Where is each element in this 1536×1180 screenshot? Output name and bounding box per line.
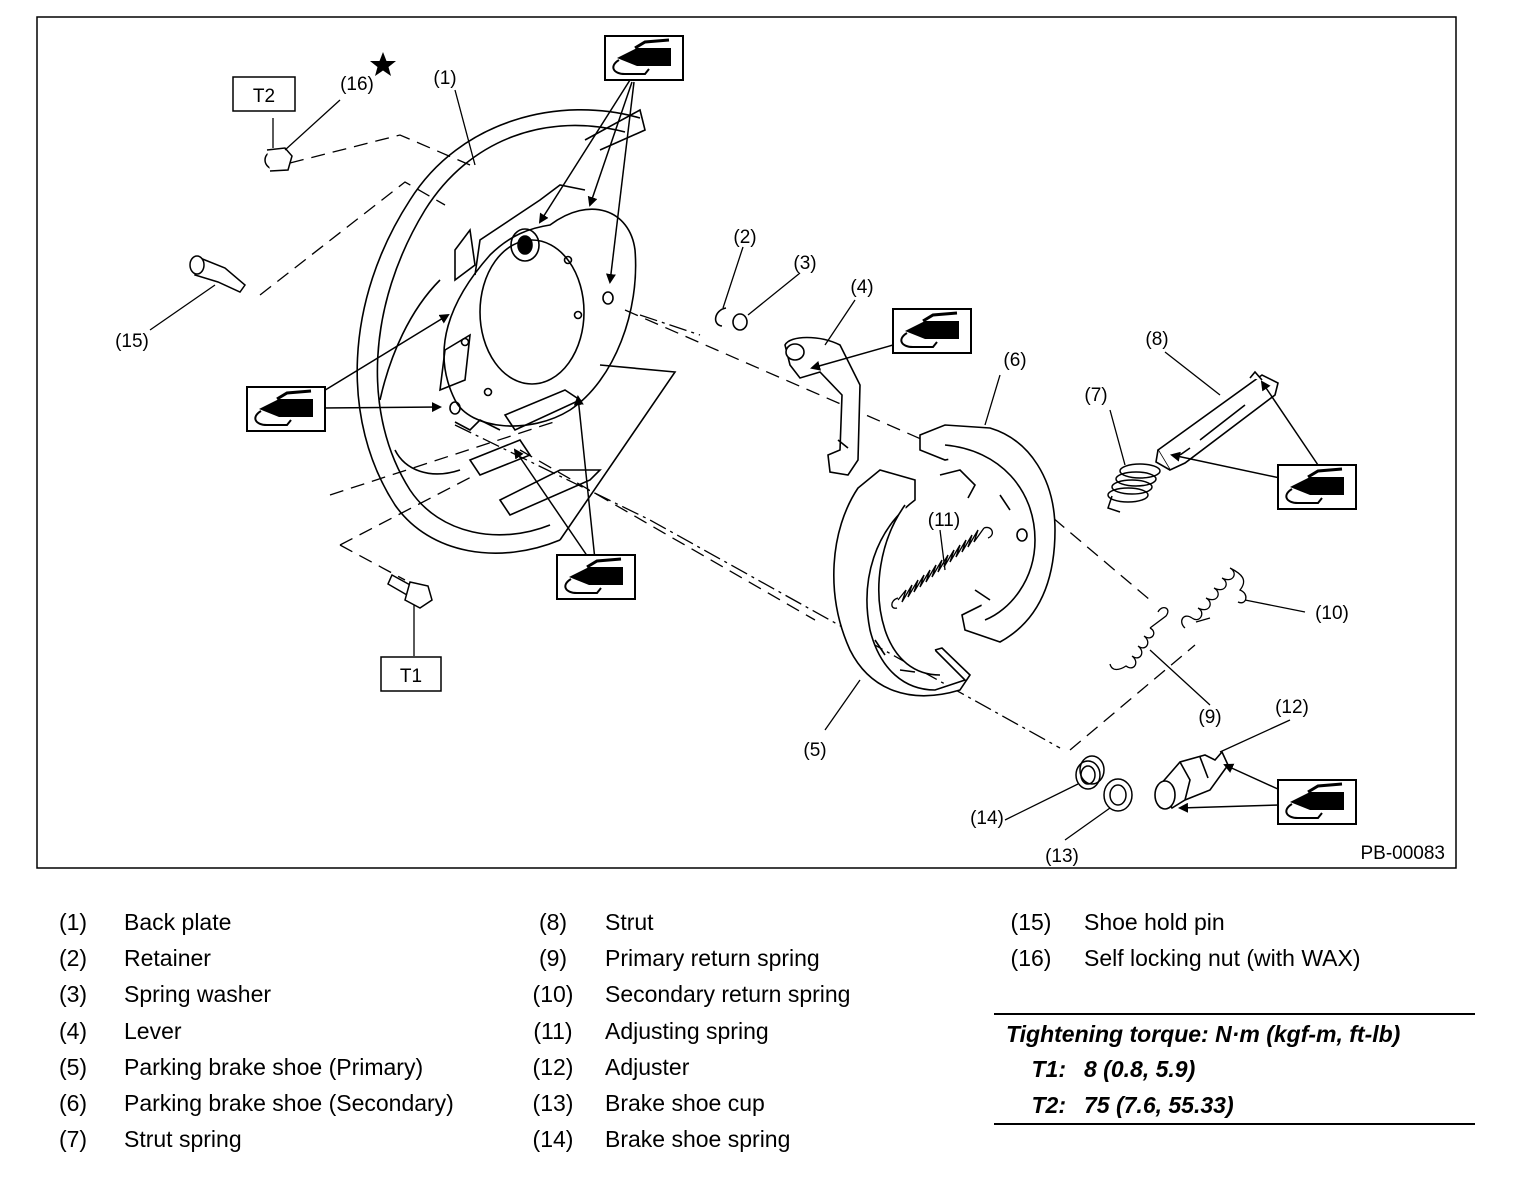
- legend-number: (13): [532, 1089, 574, 1116]
- legend-number: (10): [532, 981, 574, 1008]
- grease-gun-icon: [603, 34, 685, 82]
- legend-name: Parking brake shoe (Primary): [124, 1053, 424, 1080]
- legend-number: (9): [538, 945, 568, 972]
- retainer: [714, 307, 727, 327]
- legend-name: Secondary return spring: [605, 981, 851, 1008]
- torque-key: T1:: [1031, 1056, 1067, 1082]
- adjusting-spring: [891, 526, 993, 609]
- strut-spring: [1107, 463, 1161, 513]
- torque-tag-box: [380, 656, 442, 692]
- parking-brake-shoe-secondary: [919, 424, 1056, 643]
- brake-shoe-cup: [1103, 778, 1133, 812]
- legend-name: Spring washer: [124, 981, 272, 1008]
- legend-number: (1): [58, 909, 88, 935]
- legend-name: Adjuster: [605, 1053, 690, 1080]
- callout-16: (16): [340, 74, 374, 95]
- grease-gun-icon: [1276, 463, 1358, 511]
- leader-lines: [149, 89, 1306, 841]
- brake-shoe-spring: [1075, 755, 1105, 790]
- grease-gun-icon: [245, 385, 327, 433]
- callout-3: (3): [793, 253, 816, 274]
- figure-code: PB-00083: [1360, 843, 1445, 864]
- legend-number: (7): [58, 1126, 88, 1153]
- legend-name: Lever: [124, 1017, 182, 1044]
- legend-name: Self locking nut (with WAX): [1084, 945, 1361, 972]
- callout-11: (11): [928, 510, 960, 531]
- legend-name: Retainer: [124, 945, 211, 972]
- back-plate: [356, 108, 677, 554]
- torque-tag-box: [232, 76, 296, 112]
- torque-row: T2: 75 (7.6, 55.33): [994, 1087, 1475, 1123]
- callout-6: (6): [1003, 350, 1026, 371]
- torque-tag-t1: T1: [400, 666, 422, 687]
- legend-name: Primary return spring: [605, 945, 820, 972]
- legend-name: Strut spring: [124, 1126, 242, 1153]
- legend-name: Brake shoe cup: [605, 1089, 765, 1116]
- legend-number: (5): [58, 1053, 88, 1080]
- legend-name: Back plate: [124, 909, 232, 935]
- torque-value: 8 (0.8, 5.9): [1084, 1056, 1196, 1082]
- grease-gun-icon: [1276, 778, 1358, 826]
- torque-tag-t2: T2: [253, 86, 275, 107]
- grease-arrows: [321, 79, 1319, 813]
- legend-number: (4): [58, 1017, 88, 1044]
- legend-name: Adjusting spring: [605, 1017, 769, 1044]
- callout-10: (10): [1315, 603, 1349, 624]
- legend-number: (16): [1010, 945, 1052, 972]
- tightening-torque-table: Tightening torque: N·m (kgf-m, ft-lb) T1…: [994, 1013, 1475, 1125]
- legend-number: (12): [532, 1053, 574, 1080]
- legend-number: (3): [58, 981, 88, 1008]
- legend-name: Parking brake shoe (Secondary): [124, 1089, 454, 1116]
- callout-12: (12): [1275, 697, 1309, 718]
- legend-number: (2): [58, 945, 88, 972]
- callout-9: (9): [1198, 707, 1221, 728]
- callout-14: (14): [970, 808, 1004, 829]
- legend-number: (14): [532, 1126, 574, 1153]
- callout-7: (7): [1084, 385, 1107, 406]
- torque-row: T1: 8 (0.8, 5.9): [994, 1051, 1475, 1087]
- callout-4: (4): [850, 277, 873, 298]
- callout-5: (5): [803, 740, 826, 761]
- callout-1: (1): [433, 68, 456, 89]
- callout-13: (13): [1045, 846, 1079, 867]
- callout-8: (8): [1145, 329, 1168, 350]
- legend-name: Strut: [605, 909, 654, 935]
- diagram-frame: [36, 16, 1457, 869]
- secondary-return-spring: [1181, 567, 1247, 629]
- torque-key: T2:: [1031, 1092, 1067, 1118]
- parking-brake-shoe-primary: [833, 469, 972, 697]
- lever: [784, 336, 861, 476]
- exploded-parts-diagram: T2 T1 (1) (2) (3) (4) (5) (6) (7) (8) (9…: [36, 16, 1457, 869]
- grease-gun-icon: [891, 307, 973, 355]
- grease-gun-icon: [555, 553, 637, 601]
- primary-return-spring: [1109, 607, 1169, 671]
- legend-name: Shoe hold pin: [1084, 909, 1225, 935]
- mounting-bolt: [387, 573, 433, 609]
- legend-number: (8): [538, 909, 568, 935]
- legend-number: (11): [533, 1017, 573, 1044]
- torque-title: Tightening torque: N·m (kgf-m, ft-lb): [1006, 1021, 1401, 1047]
- shoe-hold-pin: [189, 255, 247, 293]
- torque-value: 75 (7.6, 55.33): [1084, 1092, 1234, 1118]
- callout-2: (2): [733, 227, 756, 248]
- star-icon: [370, 52, 396, 76]
- spring-washer: [732, 313, 748, 331]
- callout-15: (15): [115, 331, 149, 352]
- legend-number: (15): [1010, 909, 1052, 935]
- self-locking-nut: [264, 147, 293, 172]
- legend-name: Brake shoe spring: [605, 1126, 791, 1153]
- strut: [1155, 370, 1279, 472]
- legend-number: (6): [58, 1089, 88, 1116]
- adjuster: [1154, 750, 1229, 810]
